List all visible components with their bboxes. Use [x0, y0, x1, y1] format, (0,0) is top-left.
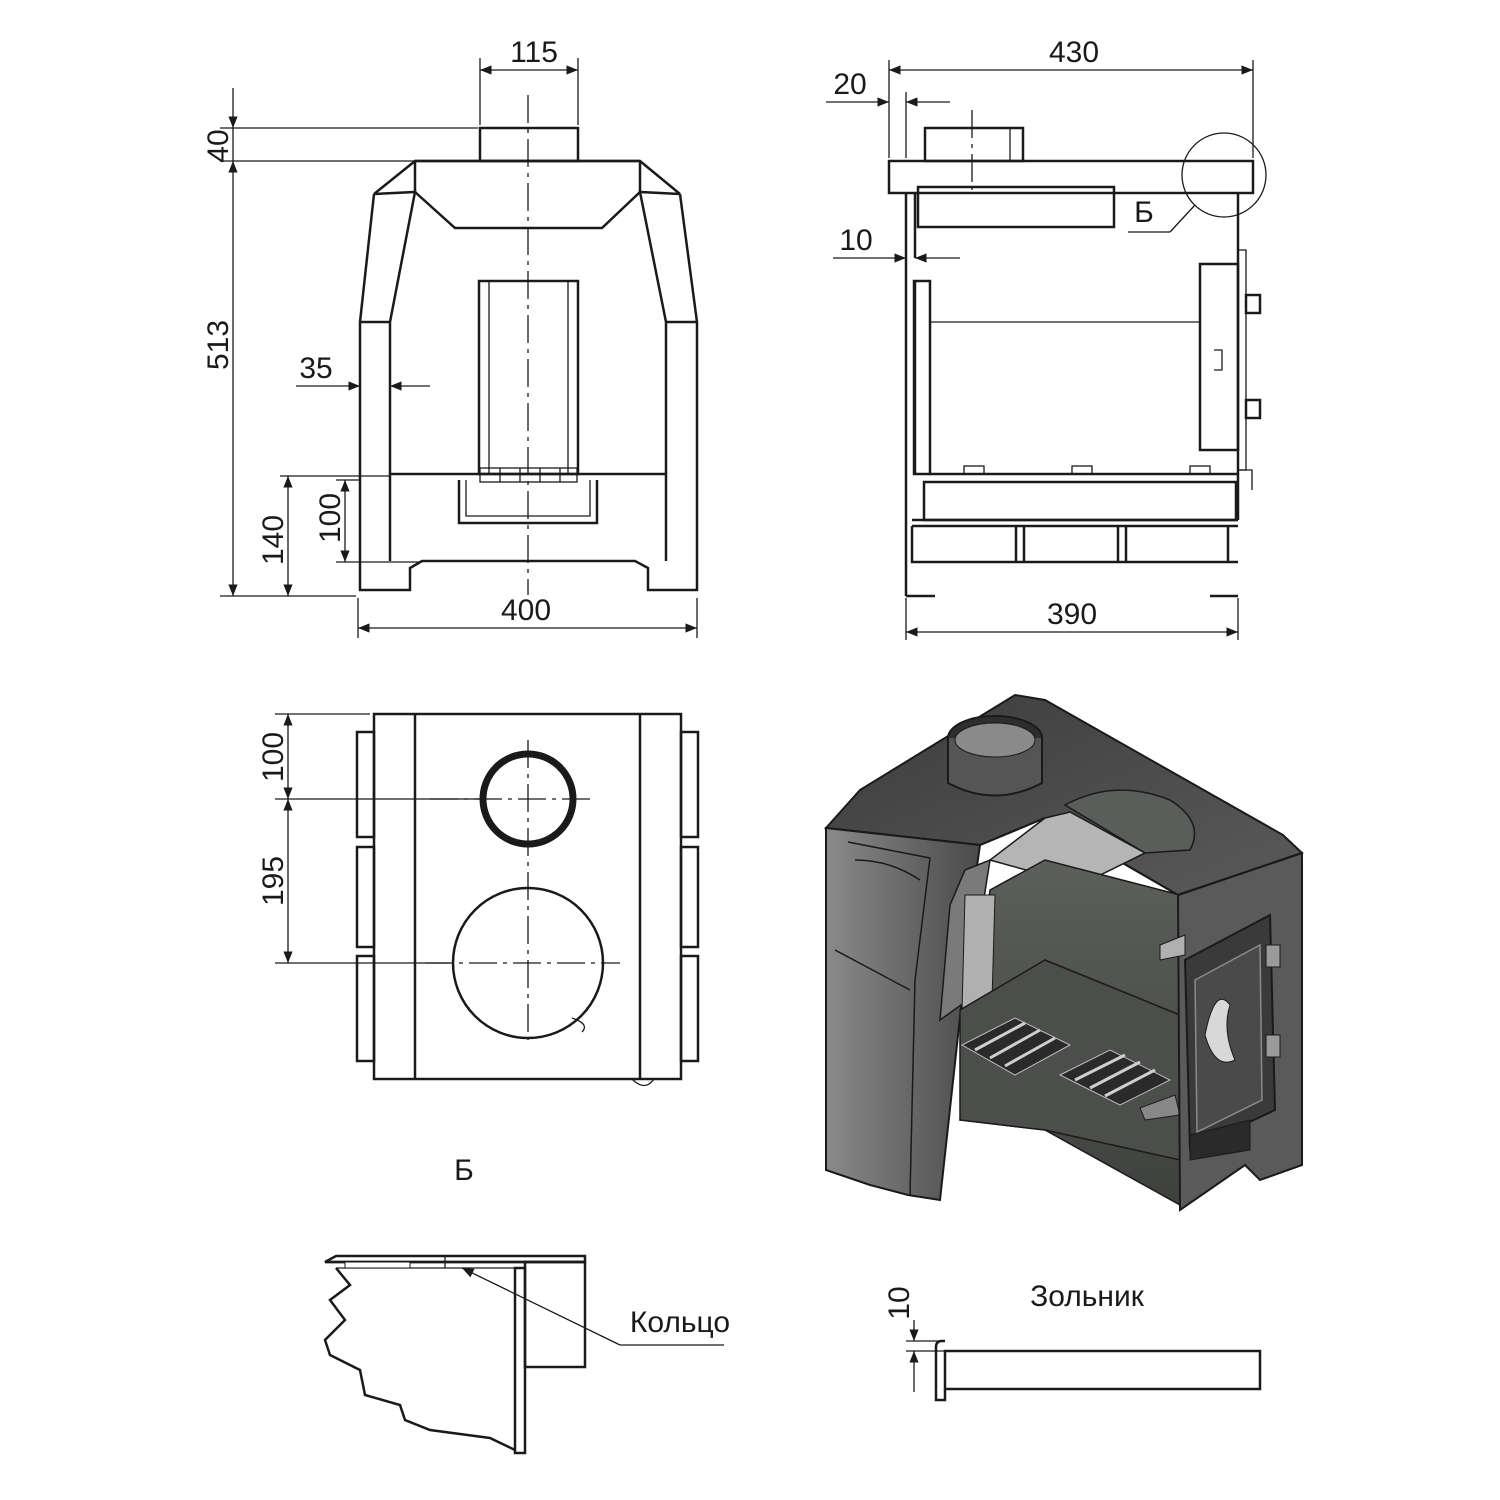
- flue-pipe: [478, 126, 580, 163]
- detail-b-callout-circle: [1181, 132, 1267, 218]
- dim-base-depth: 390: [1047, 598, 1097, 631]
- dim-wall-offset: 10: [839, 224, 872, 257]
- dim-hole-spacing: 195: [257, 856, 290, 906]
- isometric-render: [823, 693, 1304, 1212]
- dim-top-offset: 20: [833, 68, 866, 101]
- dim-pipe-height: 40: [202, 129, 235, 162]
- front-view: 115 40 513 35 140 100 400: [202, 36, 699, 638]
- callout-label-b: Б: [1134, 196, 1154, 229]
- ashpan-body: [943, 1349, 1262, 1391]
- detail-b: Б Кольцо: [323, 1154, 730, 1455]
- side-top-plate: [887, 159, 1255, 195]
- render-grate: [960, 1017, 1181, 1121]
- side-door: [1198, 262, 1240, 452]
- detail-b-title: Б: [454, 1154, 474, 1187]
- dim-ashpan-height: 100: [314, 493, 347, 543]
- top-view: 100 195: [257, 712, 700, 1087]
- dim-pipe-width: 115: [510, 36, 558, 69]
- dim-body-height: 513: [202, 320, 235, 370]
- dim-ashpan-lip: 10: [883, 1286, 916, 1319]
- ashpan-title: Зольник: [1030, 1280, 1145, 1313]
- ashpan-detail: Зольник 10: [883, 1280, 1262, 1402]
- side-view: Б 430 20 10 390: [826, 36, 1267, 640]
- side-baffle: [916, 185, 1116, 229]
- dim-side-wall: 35: [299, 352, 332, 385]
- dim-pipe-offset: 100: [257, 732, 290, 782]
- side-flue-pipe: [923, 126, 1025, 163]
- front-ashpan: [457, 480, 599, 525]
- ring-label: Кольцо: [630, 1306, 730, 1339]
- front-top-hood: [373, 159, 681, 195]
- dim-total-depth: 430: [1049, 36, 1099, 69]
- render-left-column: [825, 826, 982, 1202]
- dim-total-width: 400: [501, 594, 551, 627]
- dim-leg-height: 140: [257, 515, 290, 565]
